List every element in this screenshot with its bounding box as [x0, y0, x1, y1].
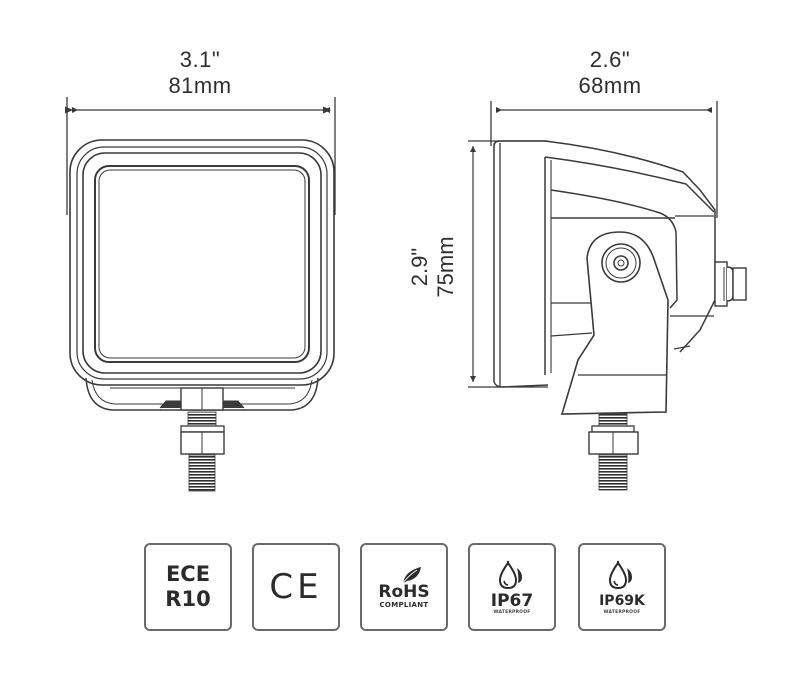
water-drop-icon: [608, 560, 632, 589]
side-height-mm-label: 75mm: [433, 236, 458, 298]
ip69k-label: IP69K: [599, 592, 645, 609]
water-drop-icon: [498, 560, 522, 589]
ce-badge: CE: [252, 543, 340, 631]
side-height-inch-label: 2.9": [407, 247, 432, 287]
rohs-compliant-label: COMPLIANT: [379, 601, 429, 609]
ece-line2: R10: [165, 587, 211, 611]
ece-r10-badge: ECE R10: [144, 543, 232, 631]
ip67-label: IP67: [490, 590, 534, 611]
side-view: [468, 101, 747, 491]
ip67-waterproof-label: WATERPROOF: [493, 609, 531, 615]
ip67-badge: IP67 WATERPROOF: [468, 543, 556, 631]
side-depth-inch-label: 2.6": [589, 47, 631, 72]
side-depth-mm-label: 68mm: [578, 73, 642, 98]
leaf-icon: [401, 567, 421, 585]
ip69k-waterproof-label: WATERPROOF: [603, 609, 641, 615]
rohs-label: RoHS: [378, 582, 430, 602]
ce-mark: CE: [269, 567, 323, 607]
front-view: [64, 97, 336, 492]
ip69k-badge: IP69K WATERPROOF: [578, 543, 666, 631]
ece-line1: ECE: [165, 562, 211, 586]
rohs-badge: RoHS COMPLIANT: [360, 543, 448, 631]
front-width-inch-label: 3.1": [179, 47, 221, 72]
front-width-mm-label: 81mm: [168, 73, 232, 98]
